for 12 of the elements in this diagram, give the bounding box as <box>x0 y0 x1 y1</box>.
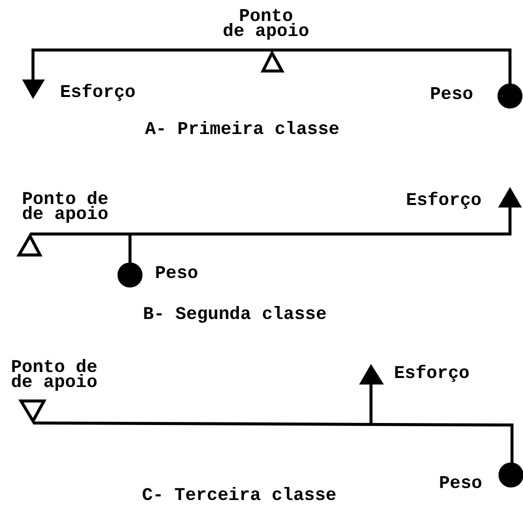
fulcrum-label: Ponto de de apoio <box>22 193 108 223</box>
effort-label: Esforço <box>394 367 470 382</box>
effort-label: Esforço <box>406 194 482 209</box>
load-label: Peso <box>155 267 198 282</box>
load-label: Peso <box>439 477 482 492</box>
caption: C- Terceira classe <box>142 489 336 504</box>
fulcrum-label: Ponto de apoio <box>222 10 310 40</box>
fulcrum-label: Ponto de de apoio <box>11 361 98 391</box>
effort-label: Esforço <box>60 86 136 101</box>
caption: B- Segunda classe <box>143 308 327 323</box>
caption: A- Primeira classe <box>145 123 340 138</box>
load-label: Peso <box>430 88 474 103</box>
